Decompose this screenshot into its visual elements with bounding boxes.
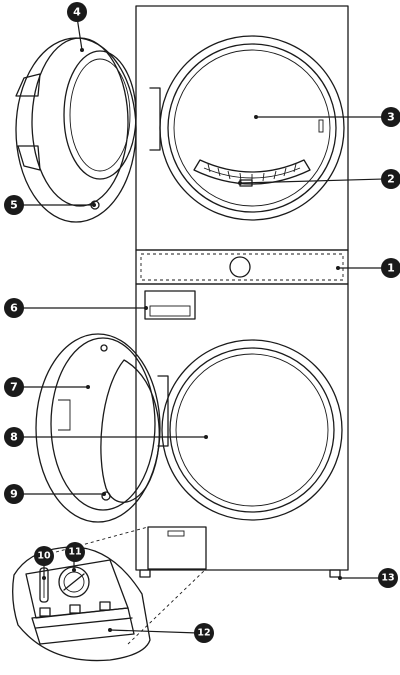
callout-6: 6 (4, 298, 24, 318)
callout-12: 12 (194, 623, 214, 643)
callout-3: 3 (381, 107, 400, 127)
callout-10: 10 (34, 546, 54, 566)
callout-6-label: 6 (10, 302, 18, 315)
callout-4: 4 (67, 2, 87, 22)
control-panel (136, 250, 348, 284)
callout-13-label: 13 (381, 573, 394, 584)
drain-cover (32, 602, 134, 644)
callout-2: 2 (381, 169, 400, 189)
dryer-door (16, 38, 136, 222)
callout-13: 13 (378, 568, 398, 588)
callout-9: 9 (4, 484, 24, 504)
callout-5-label: 5 (10, 199, 18, 212)
callout-7-label: 7 (10, 381, 18, 394)
callout-1-label: 1 (387, 262, 395, 275)
callout-10-label: 10 (37, 551, 51, 562)
callout-12-label: 12 (197, 628, 210, 639)
callout-2-label: 2 (387, 173, 395, 186)
detergent-dispenser-drawer (145, 291, 195, 319)
callout-11-label: 11 (68, 547, 81, 558)
callout-3-label: 3 (387, 111, 395, 124)
callout-1: 1 (381, 258, 400, 278)
callout-7: 7 (4, 377, 24, 397)
dryer-unit (136, 6, 348, 250)
callout-9-label: 9 (10, 488, 18, 501)
callout-11: 11 (65, 542, 85, 562)
washer-unit (136, 284, 348, 577)
callout-8: 8 (4, 427, 24, 447)
callout-8-label: 8 (10, 431, 18, 444)
callout-4-label: 4 (73, 6, 81, 19)
callout-5: 5 (4, 195, 24, 215)
